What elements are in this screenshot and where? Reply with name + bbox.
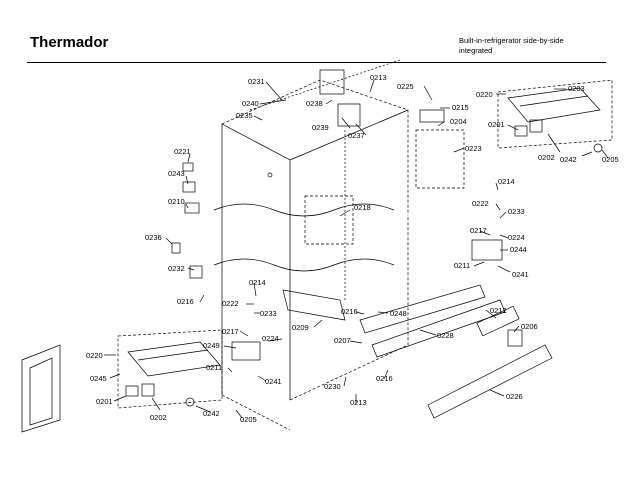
part-label-0233b: 0233: [260, 309, 277, 318]
part-label-0233a: 0233: [508, 207, 525, 216]
part-label-0218: 0218: [354, 203, 371, 212]
part-label-0203a: 0203: [568, 84, 585, 93]
part-label-0238: 0238: [306, 99, 323, 108]
part-label-0206: 0206: [521, 322, 538, 331]
diagram-subtitle-line1: Built-in-refrigerator side-by-side: [459, 36, 564, 45]
part-label-0216c: 0216: [376, 374, 393, 383]
group-box-bottom-left: [117, 329, 223, 409]
part-label-0248: 0248: [390, 309, 407, 318]
part-label-0232: 0232: [168, 264, 185, 273]
part-label-0222b: 0222: [222, 299, 239, 308]
part-label-0228: 0228: [437, 331, 454, 340]
part-label-0201b: 0201: [96, 397, 113, 406]
part-label-0244: 0244: [510, 245, 527, 254]
duct-assembly-drawing: [282, 284, 553, 419]
hinge-rail-bottom-drawing: [125, 341, 221, 407]
part-label-0213a: 0213: [370, 73, 387, 82]
part-label-0216a: 0216: [177, 297, 194, 306]
part-label-0236: 0236: [145, 233, 162, 242]
part-label-0214b: 0214: [249, 278, 266, 287]
part-label-0211a: 0211: [454, 261, 470, 270]
part-label-0225: 0225: [397, 82, 414, 91]
part-label-0245: 0245: [90, 374, 107, 383]
hinge-rail-top-drawing: [507, 87, 603, 153]
group-box-0223: [415, 129, 465, 189]
part-label-0202a: 0202: [538, 153, 555, 162]
diagram-subtitle-line2: integrated: [459, 46, 493, 55]
part-label-0224a: 0224: [508, 233, 525, 242]
part-label-0216b: 0216: [341, 307, 358, 316]
part-label-0224b: 0224: [262, 334, 279, 343]
part-label-0222a: 0222: [472, 199, 489, 208]
part-label-0201a: 0201: [488, 120, 505, 129]
part-label-0213b: 0213: [350, 398, 367, 407]
part-label-0214a: 0214: [498, 177, 515, 186]
part-label-0220a: 0220: [476, 90, 493, 99]
door-panel-drawing: [21, 344, 61, 433]
cabinet-frame-drawing: [213, 59, 409, 431]
part-label-0237: 0237: [348, 131, 365, 140]
part-label-0220b: 0220: [86, 351, 103, 360]
group-box-top-right: [497, 79, 613, 149]
part-label-0204: 0204: [450, 117, 467, 126]
part-label-0230: 0230: [324, 382, 341, 391]
part-label-0242a: 0242: [560, 155, 577, 164]
part-label-0207: 0207: [334, 336, 351, 345]
part-label-0212: 0212: [490, 306, 507, 315]
part-label-0239: 0239: [312, 123, 329, 132]
part-label-0215: 0215: [452, 103, 469, 112]
part-label-0209: 0209: [292, 323, 309, 332]
part-label-0240: 0240: [242, 99, 259, 108]
part-label-0210: 0210: [168, 197, 185, 206]
part-label-0223: 0223: [465, 144, 482, 153]
part-label-0205a: 0205: [602, 155, 619, 164]
part-label-0241a: 0241: [512, 270, 529, 279]
part-label-0217a: 0217: [470, 226, 487, 235]
header-rule: [27, 62, 606, 63]
part-label-0231: 0231: [248, 77, 265, 86]
leader-lines: [104, 79, 609, 419]
part-label-0242b: 0242: [203, 409, 220, 418]
part-label-0217b: 0217: [222, 327, 239, 336]
part-label-0235: 0235: [236, 111, 253, 120]
part-label-0211b: 0211: [206, 363, 222, 372]
part-label-0221: 0221: [174, 147, 191, 156]
part-label-0249: 0249: [203, 341, 220, 350]
part-label-0243: 0243: [168, 169, 185, 178]
part-label-0241b: 0241: [265, 377, 282, 386]
group-box-0218: [304, 195, 354, 245]
part-label-0205b: 0205: [240, 415, 257, 424]
part-label-0226: 0226: [506, 392, 523, 401]
brand-title: Thermador: [30, 34, 109, 51]
part-label-0202b: 0202: [150, 413, 167, 422]
